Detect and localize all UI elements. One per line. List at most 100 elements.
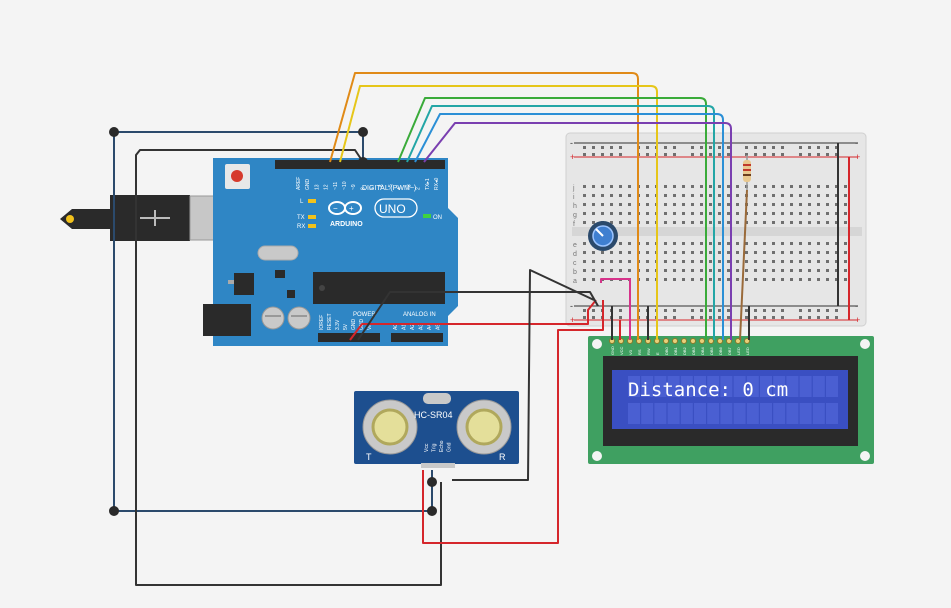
lcd-pin-label-4: RW: [646, 348, 651, 355]
power-pin-label-2: 3.3V: [335, 319, 341, 330]
digital-pwm-label: DIGITAL (PWM~): [362, 185, 416, 192]
lcd-pin-label-13: DB7: [727, 346, 732, 355]
rail-plus-bottom: +: [570, 315, 575, 325]
lcd-pin-label-8: DB2: [682, 346, 687, 355]
lcd-pin-label-15: LED: [745, 347, 750, 355]
wire-purple[interactable]: [423, 122, 732, 340]
lcd-pin-12[interactable]: [717, 338, 723, 344]
crystal: [257, 245, 299, 261]
digital-pin-label-8: 7: [370, 187, 376, 190]
power-pin-label-0: IOREF: [319, 315, 325, 330]
l-led: [308, 199, 316, 203]
digital-pin-label-15: RX◂0: [434, 178, 440, 190]
lcd-pin-label-12: DB6: [718, 346, 723, 355]
digital-pin-label-7: 8: [360, 187, 366, 190]
power-header: [318, 333, 380, 342]
brand-label: ARDUINO: [330, 221, 363, 228]
analog-pin-label-4: A4: [427, 324, 433, 330]
resistor: [743, 155, 751, 190]
lcd-pin-8[interactable]: [681, 338, 687, 344]
wire-green[interactable]: [397, 97, 707, 340]
tx-label: TX: [297, 215, 305, 221]
tx-led: [308, 215, 316, 219]
rail-minus-bottom-right: -: [855, 301, 858, 311]
power-pin-label-3: 5V: [343, 323, 349, 330]
reset-button-cap[interactable]: [231, 170, 243, 182]
wire-yellow[interactable]: [339, 85, 658, 340]
analog-pin-label-3: A3: [419, 324, 425, 330]
dc-jack: [203, 304, 251, 336]
usb-plug-icon: [66, 215, 74, 223]
wire-pink-v0[interactable]: [600, 278, 631, 340]
potentiometer[interactable]: [588, 221, 618, 251]
lcd-pin-label-10: DB4: [700, 346, 705, 355]
lcd-mount-hole-tl: [592, 339, 602, 349]
wire-red-5v[interactable]: [349, 299, 597, 341]
digital-pin-label-10: ~5: [388, 184, 394, 190]
model-label: UNO: [379, 202, 406, 216]
breadboard[interactable]: - + - + - + - + j i h g f e d c b a: [565, 132, 867, 327]
capacitor-1: [261, 306, 285, 330]
row-letter-h: h: [573, 203, 577, 210]
row-letter-c: c: [573, 260, 577, 267]
analog-pin-label-0: A0: [393, 324, 399, 330]
wire-black-loop[interactable]: [135, 149, 442, 586]
wire-orange[interactable]: [329, 72, 639, 340]
wires[interactable]: [113, 72, 850, 586]
voltage-regulator: [234, 273, 254, 295]
breadboard-holes[interactable]: [583, 146, 847, 319]
wire-red-vcc[interactable]: [422, 300, 604, 544]
sensor-pin-label-1: Trig: [432, 443, 438, 452]
usb-icon: [140, 210, 170, 226]
lcd-pin-label-3: RS: [637, 349, 642, 355]
lcd-pin-9[interactable]: [690, 338, 696, 344]
wire-black-echo[interactable]: [452, 269, 595, 481]
usb-cable: [60, 195, 239, 241]
lcd-pin-10[interactable]: [699, 338, 705, 344]
row-letter-d: d: [573, 251, 577, 258]
digital-pin-label-11: 4: [397, 187, 403, 190]
lcd-pin-label-6: DB0: [664, 346, 669, 355]
power-pin-label-6: Vin: [367, 323, 373, 330]
row-letter-j: j: [572, 185, 575, 192]
sensor-pin-label-3: Gnd: [447, 442, 453, 452]
on-label: ON: [433, 215, 442, 221]
digital-pin-label-2: 13: [314, 184, 320, 190]
power-pin-label-4: GND: [351, 319, 357, 331]
wire-brown-led[interactable]: [739, 189, 748, 341]
rx-label: RX: [297, 224, 305, 230]
lcd-pin-6[interactable]: [663, 338, 669, 344]
sensor-r-mark: R: [499, 452, 506, 462]
capacitor-2: [287, 306, 311, 330]
row-letter-f: f: [573, 221, 575, 228]
lcd-mount-hole-tr: [860, 339, 870, 349]
l-label: L: [300, 199, 304, 205]
sensor-model-label: HC-SR04: [414, 410, 453, 420]
analog-pin-label-1: A1: [402, 324, 408, 330]
on-led: [423, 214, 431, 218]
lcd-pin-label-1: VCC: [619, 346, 624, 355]
digital-pin-label-13: 2: [416, 187, 422, 190]
junctions: [109, 127, 437, 516]
digital-pin-label-14: TX▸1: [425, 178, 431, 190]
lcd-pin-11[interactable]: [708, 338, 714, 344]
sensor-pin-label-2: Echo: [439, 440, 445, 452]
analog-pin-label-5: A5: [436, 324, 442, 330]
lcd-pin-label-7: DB1: [673, 346, 678, 355]
digital-pin-label-0: AREF: [296, 177, 302, 190]
row-letter-e: e: [573, 242, 577, 249]
sensor-t-mark: T: [366, 452, 372, 462]
row-letter-g: g: [573, 212, 577, 219]
rail-minus-top-right: -: [855, 138, 858, 148]
row-letter-b: b: [573, 269, 577, 276]
wire-blue[interactable]: [414, 113, 724, 340]
wire-teal[interactable]: [406, 105, 715, 340]
svg-text:−: −: [333, 204, 338, 213]
digital-pin-label-3: 12: [324, 184, 330, 190]
digital-pin-label-1: GND: [305, 179, 311, 191]
lcd-pin-7[interactable]: [672, 338, 678, 344]
rail-minus-bottom: -: [570, 301, 573, 311]
